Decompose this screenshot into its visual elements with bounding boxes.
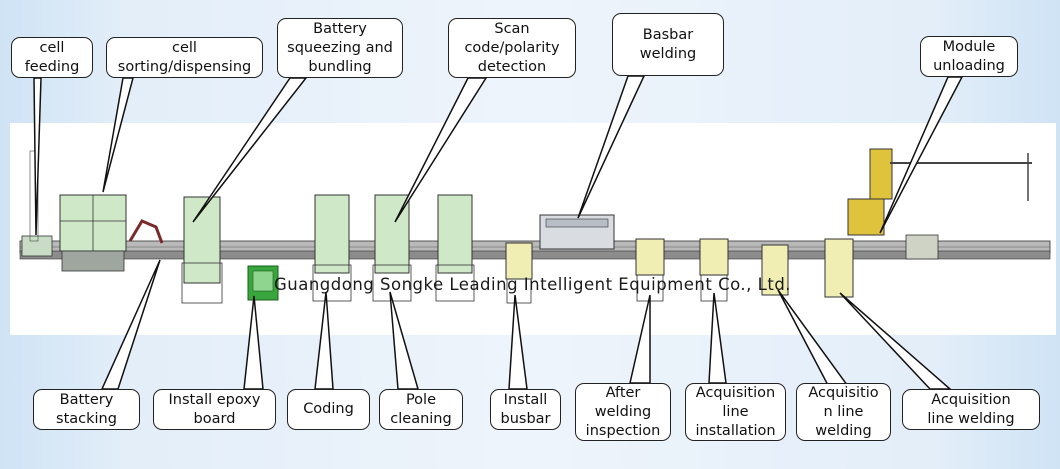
label-after-welding: After welding inspection bbox=[575, 383, 671, 441]
label-pole-cleaning: Pole cleaning bbox=[379, 389, 463, 430]
label-acq-installation: Acquisition line installation bbox=[685, 383, 786, 441]
assembly-line-drawing: Guangdong Songke Leading Intelligent Equ… bbox=[10, 123, 1056, 335]
label-cell-feeding: cell feeding bbox=[11, 37, 93, 78]
label-battery-stacking: Battery stacking bbox=[33, 389, 140, 430]
label-module-unloading: Module unloading bbox=[920, 36, 1018, 77]
label-install-epoxy: Install epoxy board bbox=[153, 389, 276, 430]
company-name: Guangdong Songke Leading Intelligent Equ… bbox=[274, 275, 792, 294]
label-cell-sorting: cell sorting/dispensing bbox=[106, 37, 263, 78]
label-scan-code: Scan code/polarity detection bbox=[448, 18, 576, 78]
label-busbar-welding: Basbar welding bbox=[612, 13, 724, 76]
assembly-line-illustration bbox=[19, 148, 1051, 304]
label-acq-welding-1: Acquisitio n line welding bbox=[796, 383, 891, 441]
label-coding: Coding bbox=[287, 389, 370, 430]
label-battery-squeezing: Battery squeezing and bundling bbox=[277, 18, 403, 78]
label-install-busbar: Install busbar bbox=[490, 389, 561, 430]
label-acq-welding-2: Acquisition line welding bbox=[902, 389, 1040, 430]
